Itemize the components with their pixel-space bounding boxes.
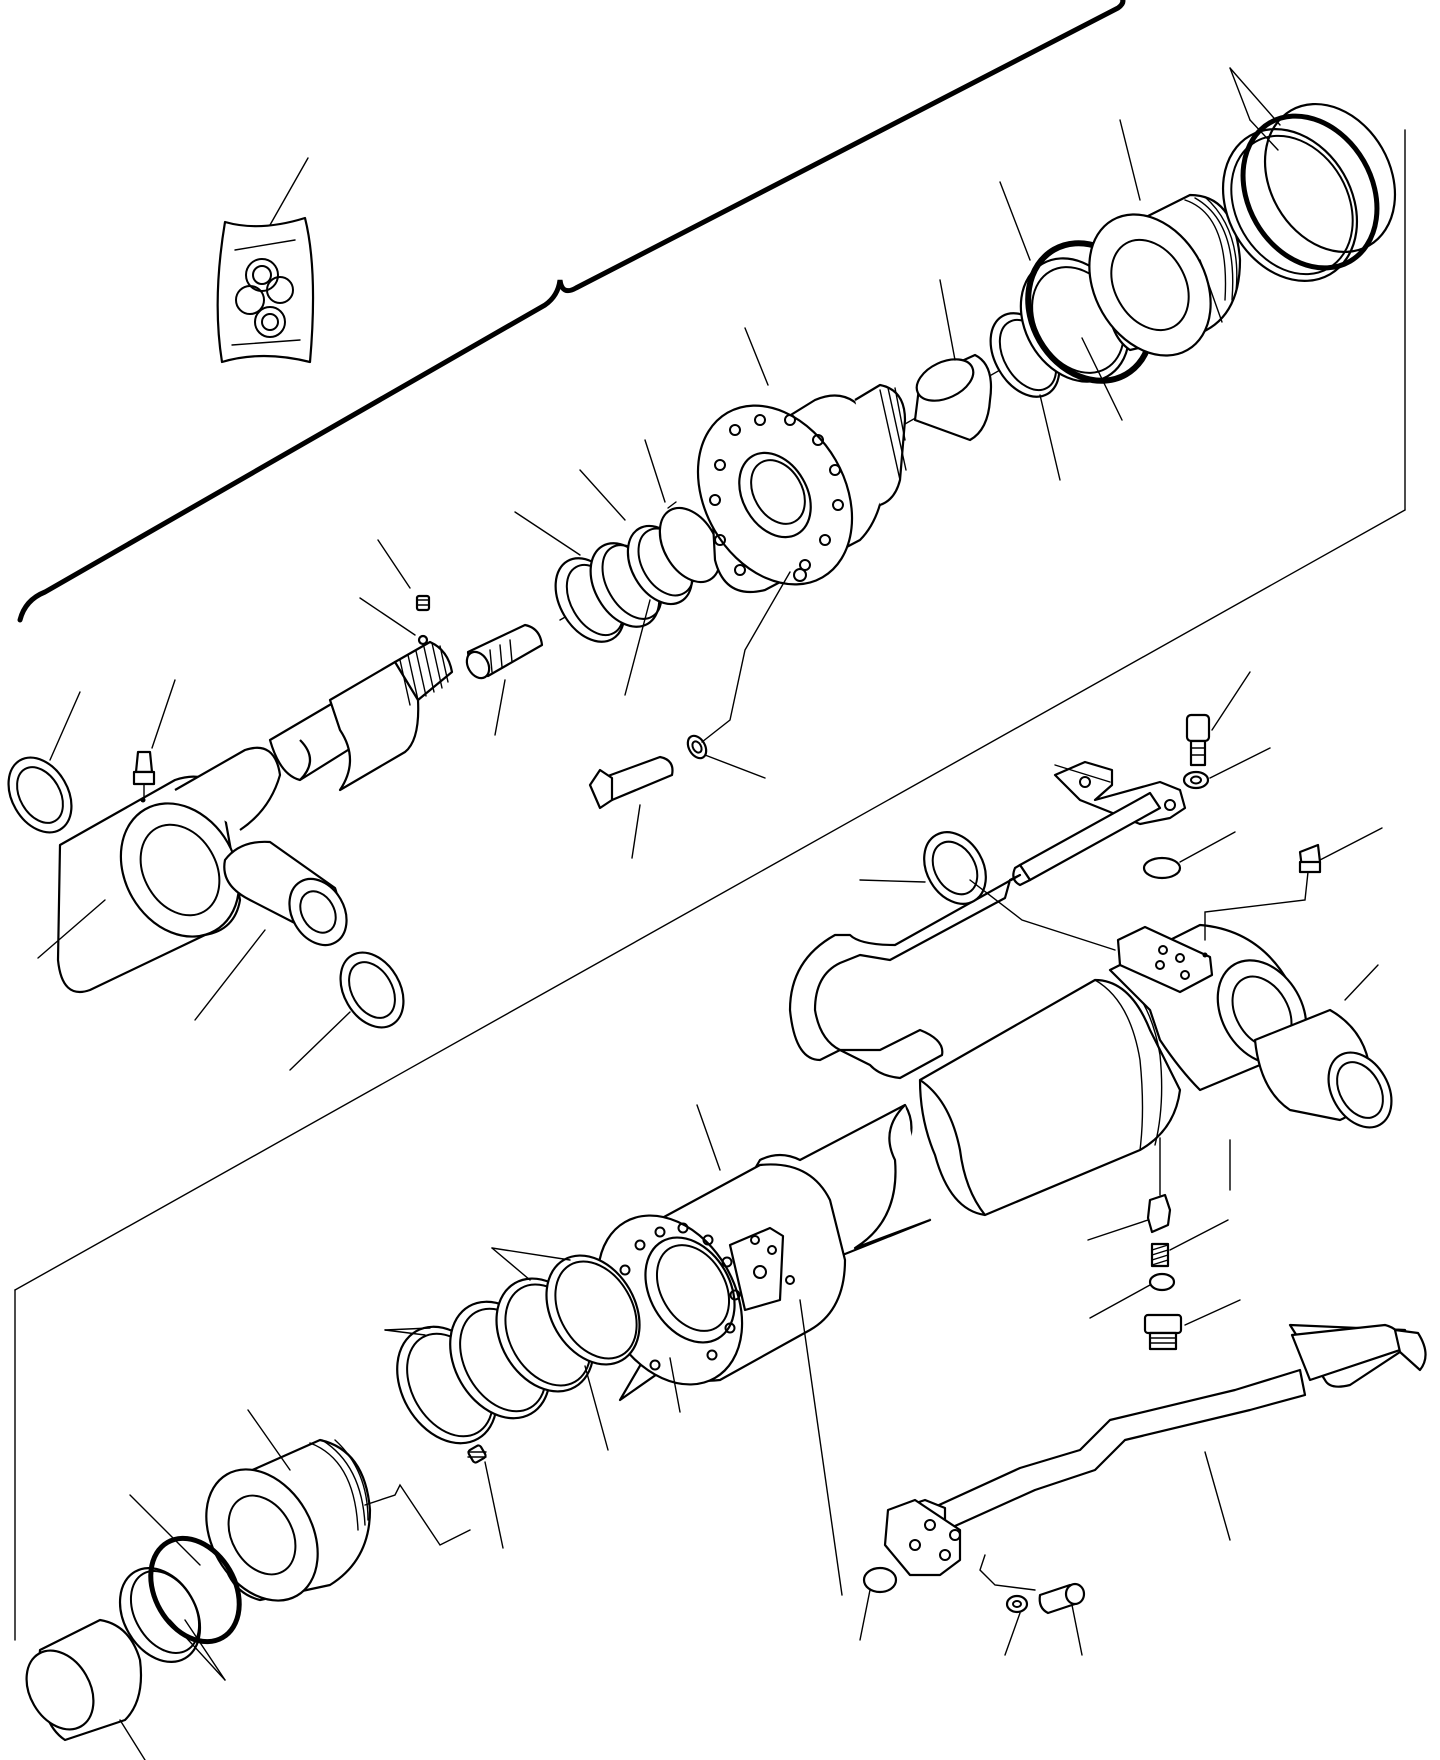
- leader-o-ring-upper: [859, 879, 926, 883]
- set-screw-small: [415, 594, 431, 612]
- seal-kit-icon: [216, 216, 315, 364]
- hydraulic-line-lower: [883, 1323, 1427, 1577]
- cylinder-head: [696, 383, 907, 594]
- valve-body: [1146, 1137, 1172, 1234]
- leaders-lower: [119, 964, 1379, 1760]
- wear-ring-top: [1221, 102, 1397, 283]
- port-bolt: [1185, 713, 1211, 767]
- valve-spring: [1150, 1242, 1170, 1268]
- leader-valve-body: [1087, 1219, 1149, 1241]
- leaders-upper: [37, 67, 1281, 1071]
- leader-set-screw: [377, 539, 411, 589]
- head-bolt-holes: [709, 414, 844, 582]
- head-bolt-washer: [686, 734, 708, 760]
- leader-lock-ball: [359, 597, 416, 636]
- rod-eye: [56, 746, 282, 993]
- rod-assembly-bracket: [17, 0, 1126, 623]
- head-bolt: [588, 755, 674, 810]
- valve-o-ring: [1148, 1272, 1176, 1292]
- port-washer: [1182, 770, 1210, 790]
- guide-bushing: [913, 353, 993, 442]
- piston-lower: [205, 1438, 372, 1602]
- eye-seal-right: [339, 951, 405, 1029]
- leader-valve-o-ring: [1089, 1284, 1151, 1319]
- piston-seal-lower-b: [118, 1567, 202, 1663]
- hydraulic-line-upper: [788, 760, 1187, 1080]
- leader-line-to-port: [969, 879, 1116, 951]
- leader-valve-plug: [1184, 1299, 1241, 1326]
- base-bushing: [1253, 1008, 1393, 1129]
- eye-bushing: [223, 840, 348, 947]
- axis-guide-lower: [14, 509, 1406, 1291]
- leader-valve-spring: [1169, 1219, 1229, 1251]
- piston-upper: [1088, 193, 1242, 357]
- piston-rod: [268, 640, 454, 792]
- leader-flange-bolts: [979, 1554, 1036, 1591]
- eye-seal-left: [7, 756, 73, 834]
- leader-port-o-ring: [1179, 831, 1236, 863]
- stop-pin: [465, 623, 544, 680]
- flange-o-ring-lower: [862, 1566, 898, 1594]
- leader-port-washer: [1209, 747, 1271, 779]
- piston-set-screw: [467, 1444, 487, 1464]
- line-o-ring-upper: [923, 831, 987, 905]
- port-o-ring: [1142, 856, 1182, 880]
- leader-line-upper: [1054, 764, 1111, 783]
- leader-bolt-hole: [701, 571, 791, 743]
- lower-guide-bushing: [25, 1618, 143, 1742]
- valve-plug: [1143, 1313, 1183, 1351]
- piston-seal-lower-a: [148, 1535, 242, 1645]
- leader-seal-kit: [269, 157, 309, 226]
- flange-washer-lower: [1005, 1594, 1029, 1614]
- grease-nipple-eye: [132, 750, 156, 799]
- lock-ball: [417, 634, 429, 646]
- grease-nipple-base: [1298, 827, 1383, 874]
- leader-port-bolt: [1211, 671, 1251, 731]
- leader-grease-base: [1204, 871, 1309, 941]
- flange-bolt-lower: [1038, 1582, 1086, 1615]
